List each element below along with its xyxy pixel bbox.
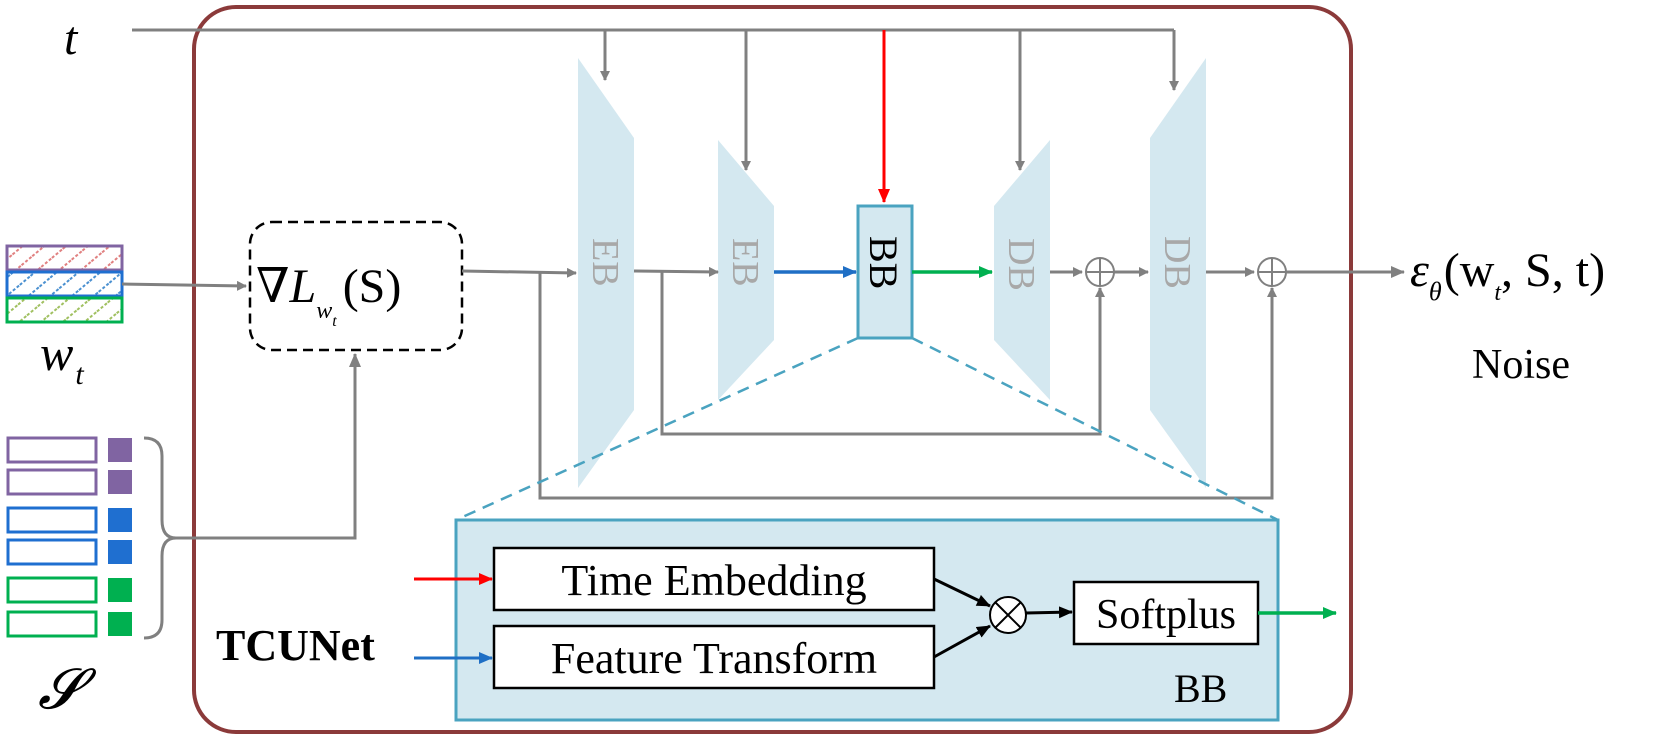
add-node-1 [1085, 257, 1115, 287]
skip-connection-outer [538, 271, 1277, 500]
encoder-block-2 [718, 140, 774, 400]
encoder-block-2-label: EB [724, 238, 766, 287]
encoder-block-1 [578, 58, 634, 488]
w-symbol: wt [40, 325, 84, 391]
bottleneck-block-label: BB [861, 236, 906, 289]
softplus-label: Softplus [1096, 592, 1236, 638]
noise-label: Noise [1472, 342, 1570, 388]
decoder-block-1-label: DB [1000, 238, 1042, 291]
bb-panel-label: BB [1174, 666, 1227, 711]
decoder-block-2-label: DB [1156, 236, 1198, 289]
s-tensor-set [6, 436, 132, 638]
s-symbol: 𝓢 [38, 659, 97, 721]
s-to-gradient-arrow [176, 353, 361, 540]
model-container [192, 5, 1353, 734]
decoder-block-1 [994, 140, 1050, 400]
time-embedding-label: Time Embedding [561, 556, 866, 605]
enc1-to-enc2-arrow [633, 266, 719, 277]
decoder-block-2 [1150, 58, 1206, 488]
multiply-node [989, 596, 1027, 634]
s-brace [143, 436, 177, 640]
gradient-to-enc1-arrow [461, 267, 577, 278]
gradient-label: ∇Lwt(S) [256, 260, 401, 330]
tcunet-label: TCUNet [216, 621, 375, 670]
feature-transform-box [492, 624, 936, 690]
time-to-multiply-arrow [933, 577, 991, 608]
w-t-tensor [5, 244, 124, 324]
skip-connection-inner [660, 272, 1105, 436]
multiply-to-softplus-arrow [1025, 606, 1073, 619]
zoom-line-right [911, 336, 1279, 522]
time-embedding-box [492, 546, 936, 612]
zoom-line-left [455, 336, 859, 522]
output-epsilon: εθ(wt, S, t) [1410, 244, 1605, 306]
encoder-block-1-label: EB [584, 238, 626, 287]
w-to-gradient-arrow [121, 280, 247, 291]
gradient-block [248, 220, 464, 352]
t-symbol: t [64, 12, 79, 65]
add-node-2 [1257, 257, 1287, 287]
feature-transform-label: Feature Transform [551, 634, 877, 683]
feature-to-multiply-arrow [933, 624, 991, 659]
bottleneck-block [856, 204, 914, 340]
